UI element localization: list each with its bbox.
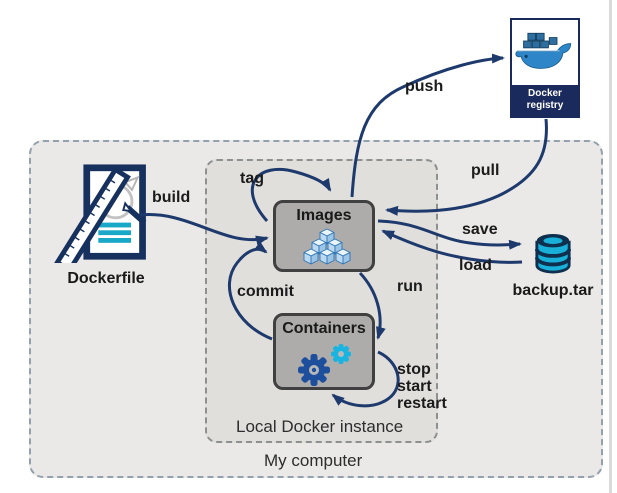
start-label: start xyxy=(397,378,432,395)
docker-registry-node: Docker registry xyxy=(510,18,580,118)
stop-start-restart-labels: stop start restart xyxy=(397,361,447,412)
save-label: save xyxy=(462,221,498,238)
page-edge-line xyxy=(609,0,612,493)
dockerfile-node: Dockerfile xyxy=(46,163,166,288)
push-label: push xyxy=(405,78,444,95)
images-label: Images xyxy=(296,207,352,224)
large-gear-icon xyxy=(298,354,330,386)
my-computer-label: My computer xyxy=(264,451,363,470)
build-label: build xyxy=(152,189,191,206)
tag-label: tag xyxy=(240,170,264,187)
small-gear-icon xyxy=(331,344,351,364)
docker-whale-icon xyxy=(512,20,578,85)
load-label: load xyxy=(459,257,492,274)
restart-label: restart xyxy=(397,395,447,412)
containers-node: Containers xyxy=(273,313,375,390)
blueprint-document-icon xyxy=(53,164,147,274)
containers-label: Containers xyxy=(282,320,366,337)
backup-tar-label: backup.tar xyxy=(512,282,594,299)
local-docker-instance-label: Local Docker instance xyxy=(236,417,404,436)
run-label: run xyxy=(397,278,423,295)
docker-registry-label: Docker registry xyxy=(512,85,578,116)
images-node: Images xyxy=(273,200,375,272)
database-icon xyxy=(534,234,572,274)
commit-label: commit xyxy=(237,283,294,300)
stacked-cubes-icon xyxy=(303,228,351,265)
stop-label: stop xyxy=(397,361,431,378)
gears-icon xyxy=(298,344,351,386)
backup-tar-node: backup.tar xyxy=(500,233,606,300)
pull-label: pull xyxy=(471,162,500,179)
dockerfile-label: Dockerfile xyxy=(67,270,145,287)
